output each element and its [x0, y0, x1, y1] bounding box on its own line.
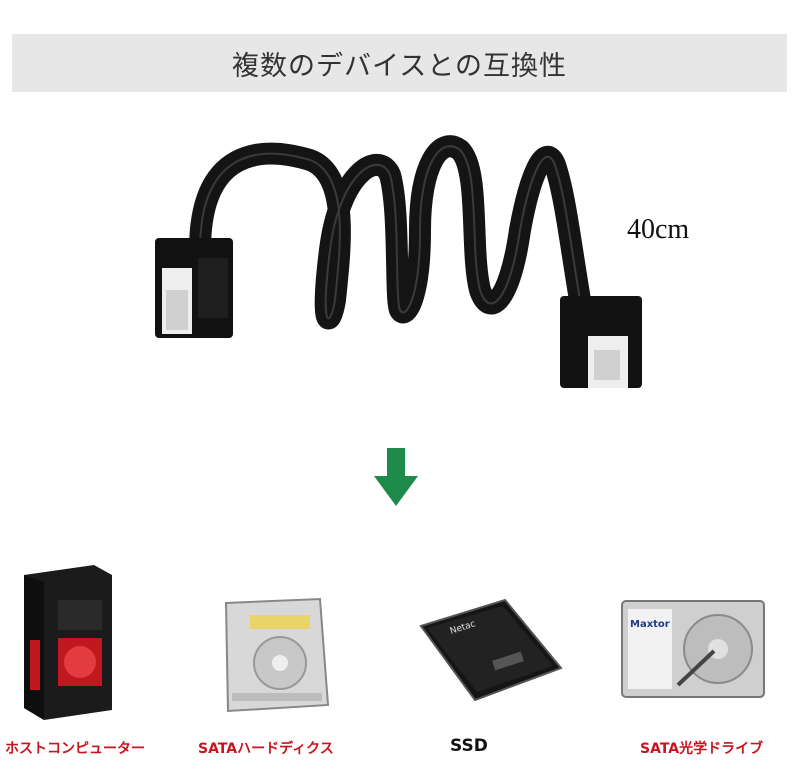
banner-title: 複数のデバイスとの互換性: [232, 50, 567, 82]
device-label-ssd: SSD: [450, 736, 488, 756]
device-label-sata-optical: SATA光学ドライブ: [640, 741, 764, 757]
header-banner: 複数のデバイスとの互換性: [12, 34, 787, 92]
cable-length-label: 40cm: [627, 214, 690, 245]
svg-text:Maxtor: Maxtor: [630, 619, 670, 630]
device-label-host-computer: ホストコンピューター: [5, 741, 145, 757]
pc-tower-icon: [24, 565, 112, 720]
ssd-icon: Netac: [419, 598, 563, 702]
sata-cable-icon: [155, 135, 642, 388]
down-arrow-icon: [374, 448, 418, 506]
hard-disk-icon: Maxtor: [621, 600, 765, 698]
optical-drive-icon: [224, 597, 330, 713]
device-label-sata-hdd: SATAハードディクス: [198, 741, 334, 757]
